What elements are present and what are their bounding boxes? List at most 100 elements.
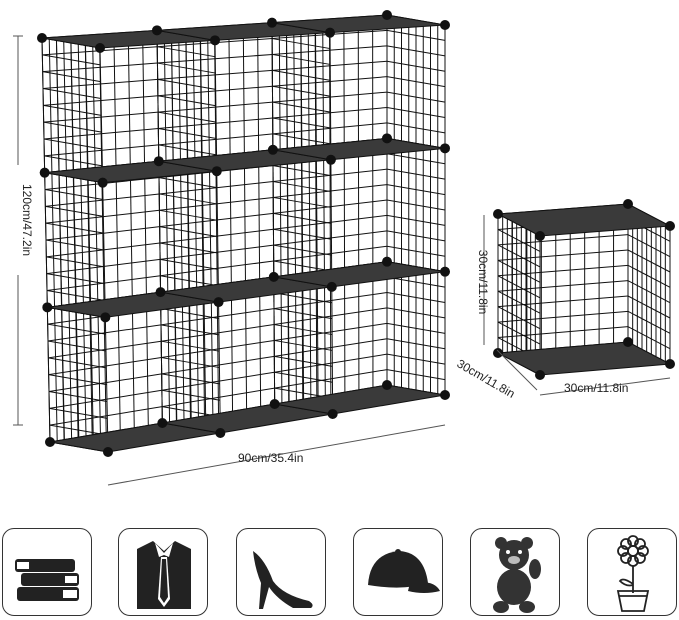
side-grid-panel <box>47 323 106 335</box>
side-grid-panel <box>386 168 446 180</box>
back-grid-panel <box>497 264 629 277</box>
side-grid-panel <box>497 259 541 283</box>
connector-ball <box>269 399 280 409</box>
back-grid-panel <box>45 193 160 207</box>
back-grid-panel <box>160 308 275 326</box>
side-grid-panel <box>497 306 541 330</box>
connector-ball <box>623 199 633 209</box>
side-grid-panel <box>157 46 216 58</box>
cube-depth-label: 30cm/11.8in <box>455 356 518 400</box>
side-grid-panel <box>386 353 446 365</box>
back-grid-panel <box>161 371 275 391</box>
side-grid-panel <box>157 62 216 74</box>
connector-ball <box>440 390 450 400</box>
side-grid-panel <box>158 161 162 293</box>
back-grid-panel <box>273 199 388 214</box>
back-grid-panel <box>497 295 629 308</box>
back-grid-panel <box>272 45 388 55</box>
side-grid-panel <box>386 292 446 303</box>
back-grid-panel <box>274 307 388 326</box>
side-grid-panel <box>272 133 331 145</box>
back-grid-panel <box>43 128 159 140</box>
high-heel-icon <box>236 528 326 616</box>
side-grid-panel <box>49 407 108 419</box>
back-grid-panel <box>48 340 162 359</box>
side-grid-panel <box>46 290 106 301</box>
side-grid-panel <box>104 317 109 453</box>
connector-ball <box>157 418 168 428</box>
connector-ball <box>665 221 675 231</box>
side-grid-panel <box>273 196 332 208</box>
back-grid-panel <box>273 214 388 230</box>
connector-ball <box>493 348 503 358</box>
side-grid-panel <box>47 340 107 352</box>
side-grid-panel <box>46 256 105 268</box>
side-grid-panel <box>386 76 446 88</box>
back-grid-panel <box>49 389 162 409</box>
side-grid-panel <box>45 222 104 234</box>
back-grid-panel <box>274 353 388 373</box>
side-grid-panel <box>43 121 102 133</box>
side-grid-panel <box>274 355 333 367</box>
back-grid-panel <box>161 339 275 359</box>
side-grid-panel <box>272 85 331 97</box>
connector-ball <box>382 380 392 390</box>
side-grid-panel <box>273 308 333 320</box>
side-grid-panel <box>44 155 103 167</box>
shirt-tie-icon <box>118 528 208 616</box>
connector-ball <box>268 271 279 282</box>
back-grid-panel <box>272 91 388 103</box>
connector-ball <box>382 256 392 267</box>
side-grid-panel <box>627 280 671 304</box>
side-grid-panel <box>497 290 541 314</box>
side-grid-panel <box>274 371 333 383</box>
side-grid-panel <box>160 307 219 319</box>
connector-ball <box>103 447 113 457</box>
back-grid-panel <box>47 324 162 342</box>
side-grid-panel <box>158 111 217 123</box>
side-grid-panel <box>272 101 331 113</box>
side-grid-panel <box>42 71 101 83</box>
connector-ball <box>210 35 220 46</box>
side-grid-panel <box>160 258 219 270</box>
top-panel <box>496 203 672 237</box>
connector-ball <box>440 266 450 277</box>
side-grid-panel <box>48 357 107 369</box>
back-grid-panel <box>274 338 388 357</box>
side-grid-panel <box>497 229 541 252</box>
back-grid-panel <box>497 310 629 323</box>
connector-ball <box>325 154 336 165</box>
side-grid-panel <box>627 249 671 273</box>
side-grid-panel <box>272 149 275 277</box>
side-grid-panel <box>627 310 671 334</box>
side-grid-panel <box>386 338 446 350</box>
cube-height-label: 30cm/11.8in <box>476 250 490 314</box>
side-grid-panel <box>160 324 220 336</box>
side-grid-panel <box>386 214 446 226</box>
back-grid-panel <box>274 322 388 341</box>
side-grid-panel <box>42 54 101 66</box>
side-grid-panel <box>386 122 446 134</box>
connector-ball <box>45 437 55 447</box>
side-grid-panel <box>386 322 446 334</box>
side-grid-panel <box>48 374 107 386</box>
side-grid-panel <box>386 276 446 288</box>
connector-ball <box>325 27 335 38</box>
side-grid-panel <box>45 239 105 251</box>
back-grid-panel <box>272 60 388 71</box>
connector-ball <box>326 281 337 292</box>
side-grid-panel <box>161 340 220 352</box>
connector-ball <box>535 370 545 380</box>
side-grid-panel <box>627 234 671 258</box>
height-dimension: 120cm/47.2in <box>12 35 34 426</box>
back-grid-panel <box>273 292 388 310</box>
back-grid-panel <box>274 369 388 389</box>
side-grid-panel <box>158 144 217 156</box>
back-grid-panel <box>161 355 275 375</box>
side-grid-panel <box>386 184 446 196</box>
back-grid-panel <box>273 245 388 262</box>
back-grid-panel <box>497 280 629 292</box>
back-grid-panel <box>160 260 274 277</box>
cap-icon <box>353 528 443 616</box>
side-grid-panel <box>272 117 331 129</box>
